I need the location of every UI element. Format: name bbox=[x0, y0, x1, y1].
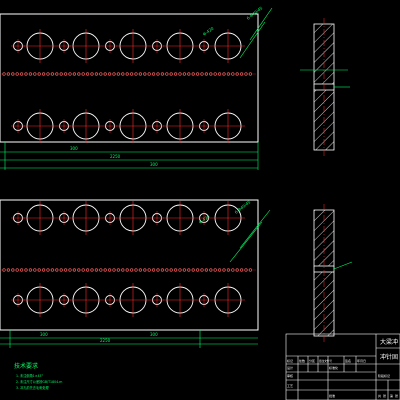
title-label-review: 审核 bbox=[287, 373, 293, 378]
title-cell-5: 签名 bbox=[345, 358, 351, 363]
bottom-dim-label-3: 300 bbox=[150, 332, 158, 337]
title-label-standard: 标准化 bbox=[329, 365, 338, 370]
title-label-approve: 批准 bbox=[329, 393, 335, 398]
title-cell-2: 处数 bbox=[299, 358, 305, 363]
title-scale-1: 共 bbox=[378, 393, 381, 398]
notes-item-2: 2. 未注尺寸公差按GB/T1804-m bbox=[16, 379, 62, 384]
title-label-process: 工艺 bbox=[287, 383, 293, 388]
notes-item-1: 1. 未注倒角1×45° bbox=[16, 373, 44, 378]
top-section-view bbox=[300, 18, 350, 156]
technical-notes: 技术要求 1. 未注倒角1×45° 2. 未注尺寸公差按GB/T1804-m 3… bbox=[14, 362, 62, 390]
bottom-hole-pattern bbox=[0, 201, 258, 317]
top-dimensions bbox=[0, 7, 273, 170]
top-hole-pattern bbox=[0, 29, 258, 143]
title-cell-3: 分区 bbox=[309, 358, 315, 363]
title-block bbox=[285, 333, 400, 400]
title-label-design: 设计 bbox=[287, 365, 293, 370]
top-plate-view: 300 2250 300 Φ-420 6-Φ40/45 bbox=[0, 5, 273, 170]
title-name-line1: 大梁冲 bbox=[380, 338, 398, 346]
title-cell-4: 更改文件号 bbox=[319, 359, 332, 363]
bottom-dim-label-1: 300 bbox=[40, 332, 48, 337]
bottom-dimensions bbox=[0, 209, 271, 348]
bottom-plate-view: 300 2250 300 Φ-420 6-Φ40/45 bbox=[0, 199, 271, 348]
title-scale-4: 张 bbox=[395, 393, 398, 398]
title-name-line2: 冲针固 bbox=[380, 353, 398, 361]
top-dim-hole: 6-Φ40/45 bbox=[246, 5, 264, 21]
title-scale-3: 第 bbox=[390, 393, 393, 398]
title-cell-1: 标记 bbox=[287, 358, 293, 363]
bottom-dim-hole: 6-Φ40/45 bbox=[234, 199, 252, 215]
bottom-dim-diameter: Φ-420 bbox=[198, 213, 211, 224]
top-dim-diameter: Φ-420 bbox=[202, 25, 215, 36]
notes-title: 技术要求 bbox=[14, 362, 38, 370]
top-dim-label-1: 300 bbox=[70, 146, 78, 151]
top-dim-label-3: 300 bbox=[150, 162, 158, 167]
title-stage-label: 阶段标记 bbox=[378, 373, 390, 378]
notes-item-3: 3. 冲孔前先去毛刺处理 bbox=[16, 385, 50, 390]
title-cell-6: 年月日 bbox=[357, 358, 366, 363]
bottom-dim-label-2: 2250 bbox=[100, 338, 111, 343]
top-plate-outline bbox=[0, 13, 259, 143]
title-scale-2: 张 bbox=[383, 393, 386, 398]
top-dim-label-2: 2250 bbox=[110, 154, 121, 159]
bottom-section-view bbox=[313, 204, 353, 342]
bottom-plate-outline bbox=[0, 199, 259, 331]
